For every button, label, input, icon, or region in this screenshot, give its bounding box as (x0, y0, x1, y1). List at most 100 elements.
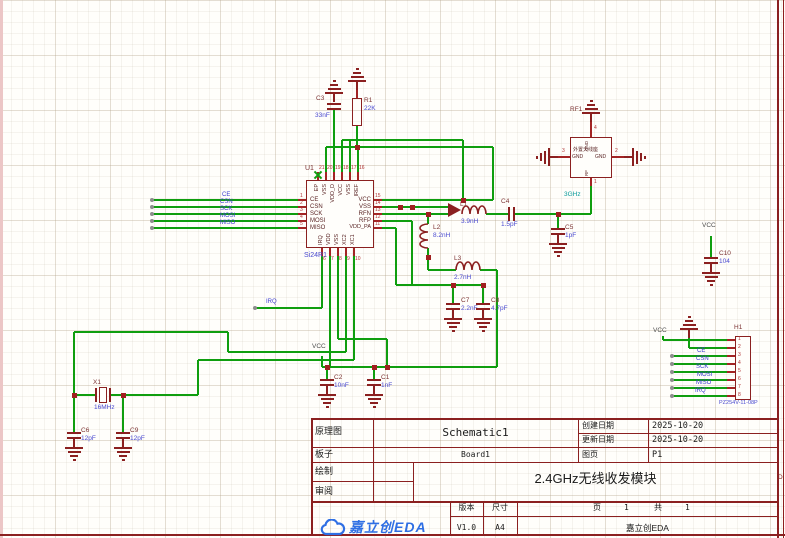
wire-segment[interactable] (672, 395, 727, 397)
pin-number[interactable]: 18 (343, 165, 349, 171)
junction-dot[interactable] (71, 392, 77, 398)
wire-segment[interactable] (411, 221, 413, 285)
wire-segment[interactable] (710, 236, 712, 257)
wire-segment[interactable] (152, 213, 298, 215)
wire-segment[interactable] (382, 227, 396, 229)
pin-number[interactable]: 2 (738, 344, 741, 350)
ic-body-u1[interactable] (306, 180, 374, 248)
wire-segment[interactable] (73, 395, 75, 432)
pin-stub[interactable] (374, 206, 382, 208)
open-wire-dot[interactable] (670, 362, 674, 366)
titleblock-review-label[interactable]: 审阅 (315, 486, 334, 496)
titleblock-size-value[interactable]: A4 (495, 523, 505, 532)
wire-segment[interactable] (356, 126, 358, 147)
value-c5[interactable]: 1pF (565, 232, 577, 239)
pin-stub[interactable] (374, 227, 382, 229)
value-l3[interactable]: 2.7nH (454, 274, 472, 281)
pin-stub[interactable] (298, 213, 306, 215)
pin-stub[interactable] (298, 199, 306, 201)
net-label-csn[interactable]: CSN (696, 356, 709, 362)
pin-number[interactable]: 6 (738, 376, 741, 382)
pin-name-rfp[interactable]: RFP (359, 218, 371, 224)
pin-name-rf[interactable]: RF (584, 170, 589, 176)
pin-name-rfn[interactable]: RFN (358, 211, 371, 217)
refdes-c8[interactable]: C8 (491, 297, 500, 304)
pin-stub[interactable] (727, 355, 735, 357)
net-label-miso[interactable]: MISO (220, 220, 236, 226)
pin-stub[interactable] (374, 213, 382, 215)
refdes-r1[interactable]: R1 (364, 97, 373, 104)
wire-segment[interactable] (152, 220, 298, 222)
wire-segment[interactable] (672, 363, 727, 365)
wire-segment[interactable] (373, 367, 375, 379)
junction-dot[interactable] (425, 211, 431, 217)
value-c9[interactable]: 12pF (130, 435, 145, 442)
pin-number[interactable]: 5 (300, 221, 303, 227)
refdes-c3[interactable]: C3 (316, 95, 325, 102)
wire-segment[interactable] (663, 339, 727, 341)
wire-segment[interactable] (672, 387, 727, 389)
pin-name-gnd-right[interactable]: GND (595, 154, 607, 160)
crystal-body[interactable] (99, 387, 107, 403)
pin-name-xc1[interactable]: XC1 (350, 234, 356, 245)
value-c4[interactable]: 1.5pF (501, 221, 518, 228)
refdes-c10[interactable]: C10 (719, 250, 731, 257)
value-l1[interactable]: 3.9nH (461, 218, 479, 225)
wire-segment[interactable] (337, 256, 339, 339)
refdes-c4[interactable]: C4 (501, 198, 510, 205)
value-c1[interactable]: 1nF (381, 382, 393, 389)
resistor-r1[interactable] (352, 98, 362, 126)
wire-segment[interactable] (557, 214, 559, 228)
junction-dot[interactable] (480, 282, 486, 288)
junction-dot[interactable] (425, 254, 431, 260)
wire-segment[interactable] (515, 213, 591, 215)
wire-segment[interactable] (321, 356, 323, 367)
pin-stub[interactable] (374, 220, 382, 222)
wire-segment[interactable] (329, 256, 331, 367)
junction-dot[interactable] (397, 204, 403, 210)
wire-segment[interactable] (342, 139, 463, 141)
pin-stub[interactable] (341, 172, 343, 180)
net-label-sck[interactable]: SCK (220, 206, 233, 212)
header-body-h1[interactable] (735, 336, 751, 400)
pin-name-vss17[interactable]: VSS (346, 184, 352, 196)
pin-stub[interactable] (298, 206, 306, 208)
antenna-body-rf1[interactable] (570, 137, 612, 178)
open-wire-dot[interactable] (670, 386, 674, 390)
pin-number[interactable]: 5 (738, 368, 741, 374)
wire-segment[interactable] (395, 228, 397, 285)
titleblock-total-num[interactable]: 1 (685, 503, 690, 512)
value-l2[interactable]: 8.2nH (433, 232, 451, 239)
value-x1[interactable]: 16MHz (94, 404, 115, 411)
pin-stub[interactable] (333, 172, 335, 180)
wire-segment[interactable] (590, 186, 592, 214)
inductor-l1[interactable] (461, 205, 487, 215)
pin-name-gnd-left[interactable]: GND (572, 154, 584, 160)
wire-segment[interactable] (152, 199, 298, 201)
pin-name-vddd[interactable]: VDD_D (330, 184, 336, 203)
pin-stub[interactable] (727, 371, 735, 373)
pin-number[interactable]: 11 (375, 221, 381, 227)
titleblock-updated-label[interactable]: 更新日期 (582, 435, 614, 444)
wire-segment[interactable] (338, 338, 387, 340)
titleblock-created-label[interactable]: 创建日期 (582, 421, 614, 430)
titleblock-board-label[interactable]: 板子 (315, 449, 334, 459)
junction-dot[interactable] (120, 392, 126, 398)
open-wire-dot[interactable] (150, 219, 154, 223)
power-label-vcc[interactable]: VCC (312, 343, 326, 350)
pin-stub[interactable] (321, 248, 323, 256)
wire-segment[interactable] (152, 206, 298, 208)
pin-number[interactable]: 14 (375, 200, 381, 206)
pin-name-csn[interactable]: CSN (310, 204, 323, 210)
net-label-sck[interactable]: SCK (696, 364, 709, 370)
wire-segment[interactable] (672, 379, 727, 381)
wire-segment[interactable] (152, 227, 298, 229)
refdes-u1[interactable]: U1 (305, 165, 314, 172)
wire-segment[interactable] (122, 395, 124, 432)
open-wire-dot[interactable] (670, 354, 674, 358)
titleblock-created-value[interactable]: 2025-10-20 (652, 421, 704, 431)
net-label-irq[interactable]: IRQ (266, 299, 277, 305)
titleblock-schematic-value[interactable]: Schematic1 (442, 426, 509, 439)
pin-number[interactable]: 8 (738, 392, 741, 398)
pin-stub[interactable] (298, 227, 306, 229)
